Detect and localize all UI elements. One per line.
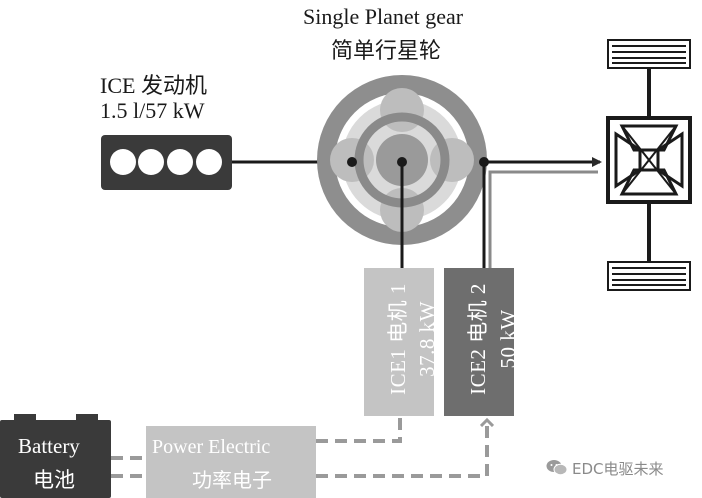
power-electronics-box <box>146 426 316 498</box>
planet-gear-icon <box>317 75 489 245</box>
ice-spec: 1.5 l/57 kW <box>100 98 205 123</box>
power-label-cn: 功率电子 <box>192 468 272 492</box>
motor2-box <box>444 268 514 416</box>
motor2-line1: ICE2 电机 2 <box>466 283 490 395</box>
ice-label: ICE 发动机 <box>100 73 207 98</box>
battery-box <box>0 420 111 498</box>
battery-label-cn: 电池 <box>33 468 75 492</box>
motor1-line2: 37.8 kW <box>415 301 439 377</box>
motor2-line2: 50 kW <box>496 309 520 369</box>
battery-terminal-left <box>14 414 36 422</box>
motor1-box <box>364 268 434 416</box>
ice-engine-block <box>101 135 232 190</box>
output-shaft <box>482 157 602 268</box>
power-label-en: Power Electric <box>152 436 271 458</box>
watermark-text: EDC电驱未来 <box>572 460 664 478</box>
battery-terminal-right <box>76 414 98 422</box>
gear-title-cn: 简单行星轮 <box>331 39 442 64</box>
motor1-line1: ICE1 电机 1 <box>386 283 410 395</box>
differential-axle-icon <box>606 39 692 291</box>
gear-title-en: Single Planet gear <box>303 4 464 29</box>
wechat-icon <box>546 459 568 476</box>
battery-label-en: Battery <box>18 434 80 458</box>
electric-connections <box>111 416 487 478</box>
